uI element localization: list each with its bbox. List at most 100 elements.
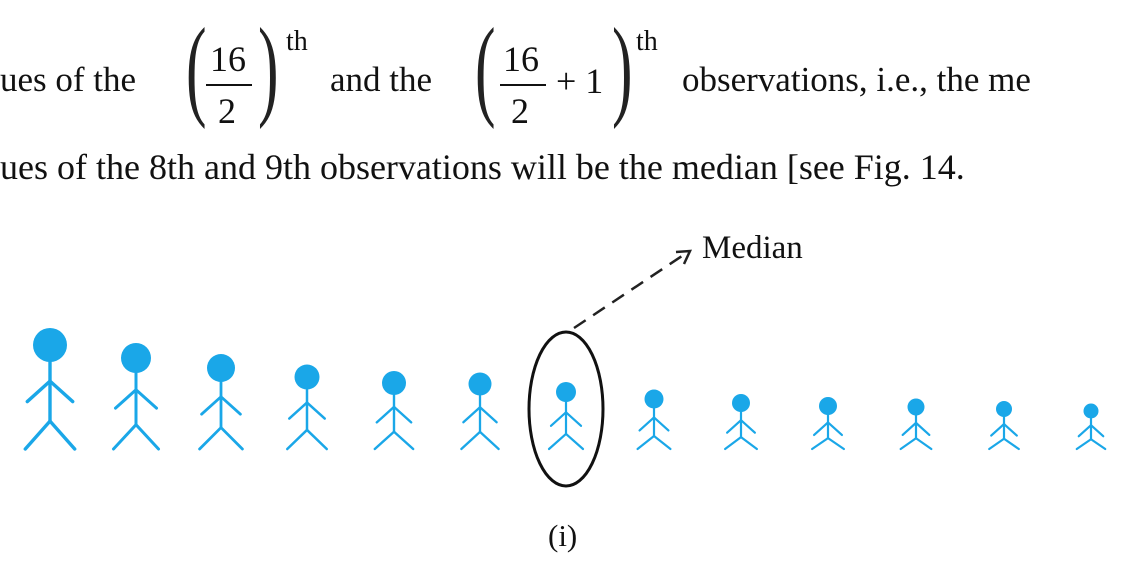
fraction2-numerator: 16 (503, 39, 539, 79)
people-row (23, 328, 1107, 451)
stick-person-2 (112, 343, 160, 451)
person-right-leg (392, 430, 415, 451)
person-left-arm (549, 411, 568, 427)
person-left-leg (112, 423, 138, 451)
person-left-arm (638, 416, 656, 432)
person-right-leg (305, 428, 328, 451)
person-head (33, 328, 67, 362)
person-left-leg (460, 430, 482, 451)
person-left-leg (286, 428, 309, 451)
person-head (121, 343, 151, 373)
stick-person-3 (198, 354, 244, 451)
person-right-leg (826, 437, 846, 451)
person-left-leg (899, 437, 918, 451)
person-right-arm (1002, 422, 1018, 437)
stick-person-13 (1075, 403, 1107, 451)
superscript-2: th (636, 26, 658, 57)
fraction2-bar (500, 84, 546, 86)
person-right-leg (1089, 438, 1107, 451)
person-head (556, 382, 576, 402)
person-right-arm (826, 421, 844, 437)
left-paren-2: ( (475, 18, 496, 130)
person-left-leg (547, 432, 568, 451)
stick-person-4 (286, 364, 328, 451)
person-right-leg (48, 419, 77, 451)
person-right-arm (134, 388, 158, 410)
fraction2-denominator: 2 (511, 91, 529, 131)
text-line-1: ues of the ( 16 2 ) th and the ( 16 2 + … (0, 18, 1122, 138)
plus-one-text: + 1 (556, 61, 604, 101)
person-head (907, 398, 925, 416)
person-right-arm (305, 401, 326, 420)
person-right-leg (564, 432, 585, 451)
person-right-leg (914, 437, 933, 451)
person-left-leg (988, 437, 1006, 451)
stick-person-11 (899, 398, 933, 451)
stick-person-12 (988, 401, 1020, 451)
person-left-leg (23, 419, 52, 451)
person-left-leg (1075, 438, 1093, 451)
stick-person-6 (460, 372, 500, 451)
person-left-arm (725, 419, 743, 434)
person-left-arm (288, 401, 309, 420)
stick-person-5 (373, 371, 415, 451)
person-head (644, 389, 664, 409)
person-left-arm (1077, 424, 1093, 438)
person-right-leg (134, 423, 160, 451)
person-left-arm (901, 421, 918, 436)
person-right-arm (48, 379, 75, 404)
person-right-arm (219, 395, 242, 416)
stick-person-9 (723, 394, 759, 451)
person-left-arm (462, 406, 482, 424)
person-right-leg (652, 434, 672, 451)
person-head (1083, 403, 1099, 419)
superscript-1: th (286, 26, 308, 57)
median-arrowhead (675, 249, 693, 265)
person-head (468, 372, 492, 396)
person-head (996, 401, 1012, 417)
person-right-arm (914, 421, 931, 436)
person-left-leg (723, 436, 743, 451)
stick-person-1 (23, 328, 77, 451)
person-right-leg (1002, 437, 1020, 451)
person-left-leg (636, 434, 656, 451)
stick-person-10 (810, 397, 846, 451)
fraction1-denominator: 2 (218, 91, 236, 131)
person-right-arm (564, 411, 583, 427)
person-head (207, 354, 235, 382)
person-right-arm (1089, 424, 1105, 438)
person-head (732, 394, 750, 412)
person-left-leg (810, 437, 830, 451)
person-right-arm (652, 416, 670, 432)
figure-caption: (i) (548, 518, 578, 553)
person-head (819, 397, 837, 415)
person-right-leg (739, 436, 759, 451)
person-right-arm (739, 419, 757, 434)
median-highlight-ellipse (527, 330, 605, 488)
person-right-leg (219, 426, 244, 451)
fraction1-bar (206, 84, 252, 86)
person-right-arm (392, 405, 413, 424)
left-paren-1: ( (186, 18, 207, 130)
person-left-leg (198, 426, 223, 451)
person-head (294, 364, 320, 390)
line1-end-text: observations, i.e., the me (682, 60, 1031, 99)
median-label: Median (702, 230, 803, 266)
person-left-arm (114, 388, 138, 410)
right-paren-1: ) (258, 18, 279, 130)
person-left-arm (375, 405, 396, 424)
person-left-arm (812, 421, 830, 437)
line1-mid-text: and the (330, 60, 433, 99)
text-line-2: ues of the 8th and 9th observations will… (0, 147, 965, 187)
person-right-arm (478, 406, 498, 424)
person-left-leg (373, 430, 396, 451)
fraction1-numerator: 16 (210, 39, 246, 79)
median-arrow-line (573, 250, 689, 330)
right-paren-2: ) (612, 18, 633, 130)
person-left-arm (990, 422, 1006, 437)
person-left-arm (25, 379, 52, 404)
stick-person-7 (547, 382, 585, 451)
person-right-leg (478, 430, 500, 451)
stick-person-8 (636, 389, 672, 451)
